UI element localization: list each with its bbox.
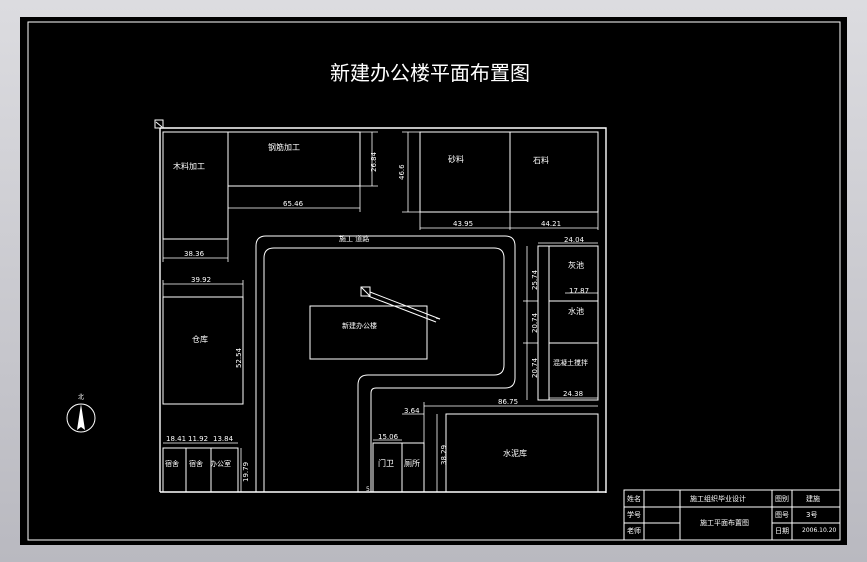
guard-label: 门卫 (378, 458, 394, 468)
dim-warehouse-width: 39.92 (191, 276, 211, 284)
tb-date-label: 日期 (775, 527, 789, 535)
dim-rebar-height: 26.84 (370, 151, 378, 172)
tb-date-value: 2006.10.20 (802, 527, 837, 534)
tb-drawing-name: 施工平面布置图 (700, 518, 749, 527)
dim-dorm-height: 19.79 (242, 462, 250, 482)
stone-yard (509, 131, 599, 213)
dim-gate: 5 (366, 486, 370, 493)
dim-sand-height: 46.6 (398, 164, 406, 180)
rebar-processing-label: 钢筋加工 (268, 142, 300, 152)
cement-label: 水泥库 (503, 448, 527, 458)
tb-student-no-label: 学号 (627, 510, 641, 519)
dim-cement-offset: 86.75 (498, 398, 518, 406)
tb-category-label: 图别 (775, 494, 789, 503)
office-room (210, 447, 239, 493)
tb-name-label: 姓名 (627, 494, 641, 503)
cement-warehouse (445, 413, 599, 493)
dim-rebar-width: 65.46 (283, 200, 304, 208)
water-pool-label: 水池 (568, 306, 584, 316)
north-label: 北 (78, 393, 84, 401)
dim-cement-height: 38.29 (440, 445, 448, 465)
dim-guard-width: 15.06 (378, 433, 399, 441)
dim-wood-width: 38.36 (184, 250, 205, 258)
wood-processing-label: 木料加工 (173, 161, 205, 171)
corner-marker (154, 119, 164, 129)
tower-crane-base (360, 286, 371, 297)
road-inner-edge (263, 247, 505, 492)
drawing-sheet (20, 17, 847, 545)
dim-mixer-height: 20.74 (531, 357, 539, 378)
tb-teacher-label: 老师 (627, 526, 641, 535)
tb-number-value: 3号 (806, 511, 817, 519)
lime-pit-label: 灰池 (568, 260, 584, 270)
dim-mixer-width: 24.38 (563, 390, 583, 398)
dim-stone-width: 44.21 (541, 220, 561, 228)
dim-yard-width: 24.04 (564, 236, 585, 244)
dim-sand-width: 43.95 (453, 220, 473, 228)
drawing-title: 新建办公楼平面布置图 (330, 61, 530, 85)
warehouse-label: 仓库 (192, 334, 208, 344)
dim-office-room-width: 13.84 (213, 435, 234, 443)
dim-lime-height: 25.74 (531, 269, 539, 290)
tb-number-label: 图号 (775, 511, 789, 519)
dorm-2-label: 宿舍 (189, 459, 203, 468)
dim-warehouse-height: 52.54 (235, 347, 243, 368)
office-room-label: 办公室 (210, 459, 231, 468)
stone-label: 石料 (533, 155, 549, 165)
site-boundary-top-right (160, 127, 607, 493)
sand-label: 砂料 (448, 154, 464, 164)
dorm-1-label: 宿舍 (165, 459, 179, 468)
new-office-building (309, 305, 428, 360)
dim-gap: 3.64 (404, 407, 420, 415)
sheet-border (27, 21, 841, 541)
tower-crane-jib (369, 291, 441, 320)
toilet-label: 厕所 (404, 458, 420, 468)
tb-category-value: 建施 (806, 494, 820, 503)
rebar-processing-area (227, 131, 361, 187)
dim-dorm1-width: 18.41 (166, 435, 186, 443)
dim-dorm2-width: 11.92 (188, 435, 208, 443)
new-office-label: 新建办公楼 (342, 321, 377, 330)
concrete-mixer-label: 混凝土搅拌 (553, 358, 588, 367)
dim-water-width: 17.87 (569, 287, 589, 295)
warehouse (162, 296, 244, 405)
title-block (623, 489, 841, 541)
dim-water-height: 20.74 (531, 312, 539, 333)
road-label: 施工 道路 (339, 234, 369, 243)
tb-project: 施工组织毕业设计 (690, 494, 746, 503)
road-outer-edge (255, 235, 516, 492)
